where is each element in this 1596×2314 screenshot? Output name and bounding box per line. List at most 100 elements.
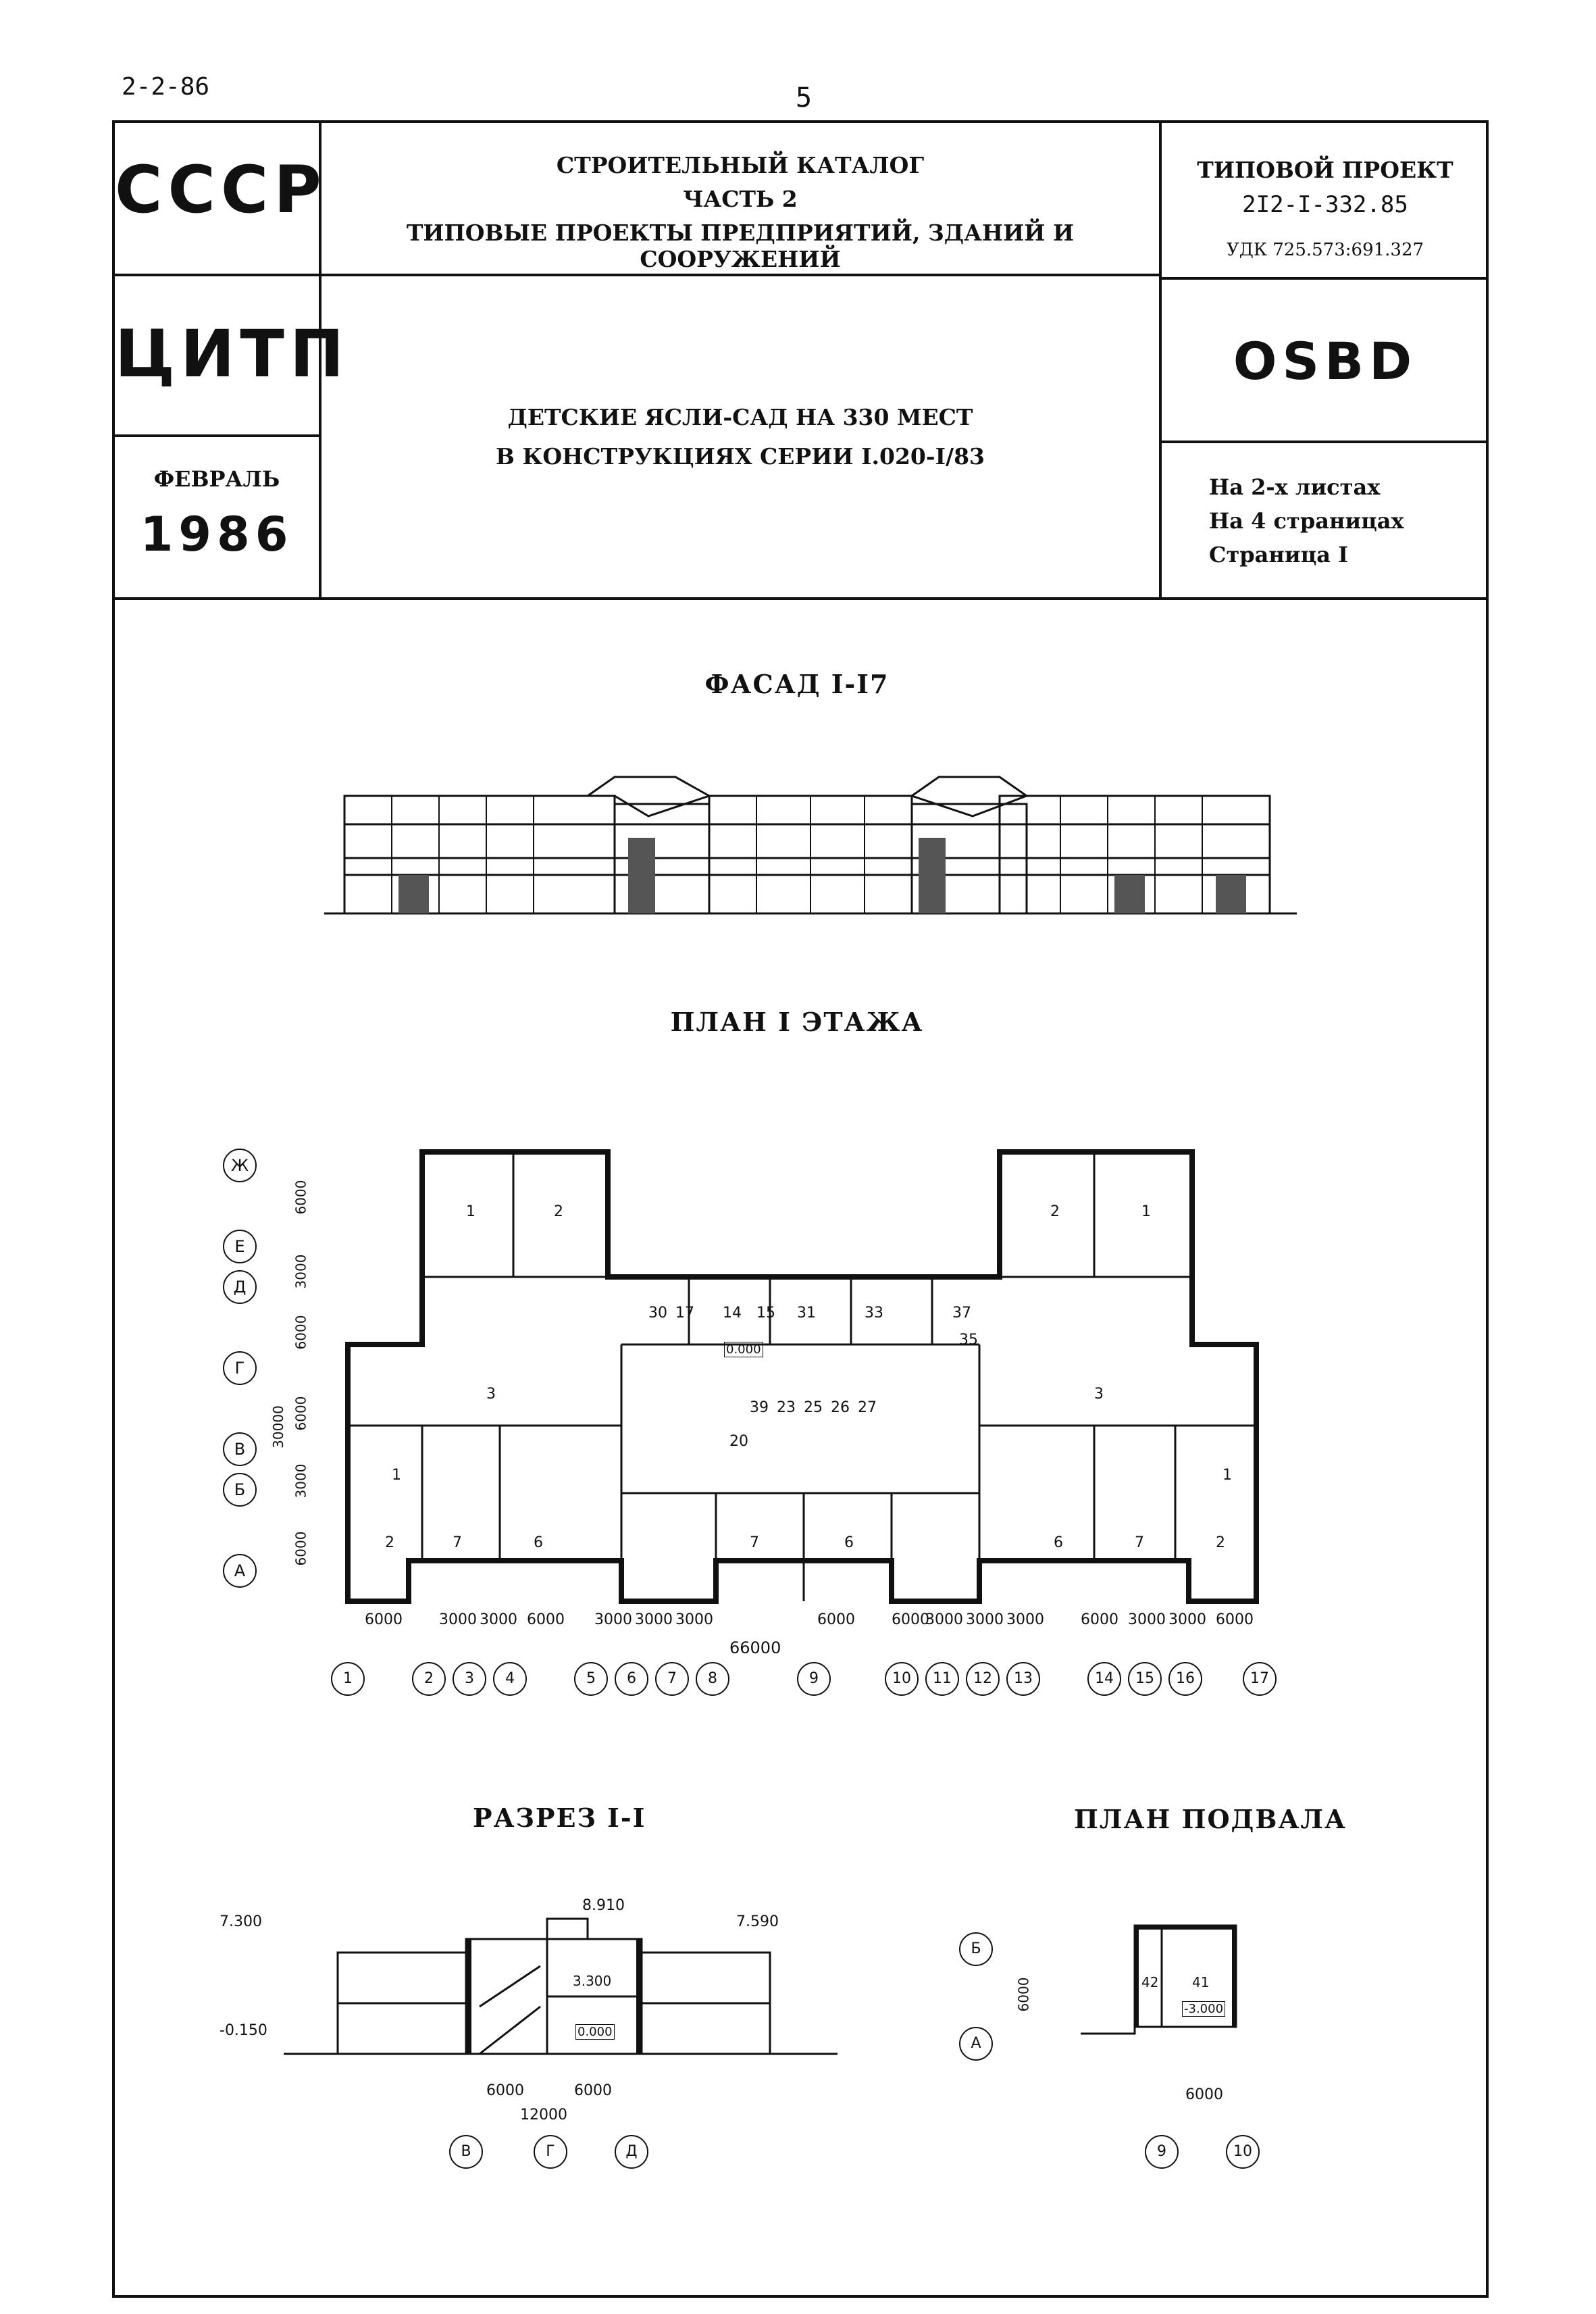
dim-c3: 3000 bbox=[1006, 1611, 1044, 1628]
sheet-frame bbox=[112, 120, 1489, 2298]
svg-text:7: 7 bbox=[750, 1534, 759, 1551]
svg-text:3: 3 bbox=[486, 1386, 496, 1403]
header-row-1-line-right bbox=[1159, 277, 1489, 280]
dim-b1: 3000 bbox=[635, 1611, 673, 1628]
basement-drawing bbox=[1081, 1924, 1237, 2035]
svg-text:6: 6 bbox=[844, 1534, 854, 1551]
header-row-2-line-left bbox=[112, 434, 320, 437]
dim-a3: 6000 bbox=[527, 1611, 565, 1628]
axis-row-e: Е bbox=[223, 1230, 257, 1263]
svg-text:1: 1 bbox=[1141, 1203, 1151, 1220]
axis-col-7: 7 bbox=[655, 1662, 689, 1696]
basement-col-dim: 6000 bbox=[1185, 2086, 1223, 2103]
header-bottom-line bbox=[112, 597, 1489, 600]
plan-column-dimensions: 6000 3000 3000 6000 3000 3000 3000 6000 … bbox=[338, 1611, 1283, 1638]
axis-col-15: 15 bbox=[1128, 1662, 1162, 1696]
section-total: 12000 bbox=[520, 2107, 567, 2123]
axis-col-9: 9 bbox=[797, 1662, 831, 1696]
svg-text:27: 27 bbox=[858, 1399, 877, 1416]
svg-text:2: 2 bbox=[385, 1534, 394, 1551]
svg-text:3: 3 bbox=[1094, 1386, 1104, 1403]
svg-text:15: 15 bbox=[756, 1305, 775, 1322]
plan-row-axes: Ж Е Д Г В Б А bbox=[223, 1149, 263, 1594]
plan-row-dimensions: 6000 3000 6000 6000 3000 6000 bbox=[284, 1162, 311, 1594]
plan-title: ПЛАН I ЭТАЖА bbox=[670, 1007, 924, 1037]
dim-d2: 3000 bbox=[1168, 1611, 1206, 1628]
dim-c0: 6000 bbox=[892, 1611, 929, 1628]
project-label: ТИПОВОЙ ПРОЕКТ bbox=[1197, 157, 1453, 183]
section-axis-v: В bbox=[449, 2135, 483, 2169]
basement-title: ПЛАН ПОДВАЛА bbox=[1074, 1804, 1347, 1834]
catalog-code: OSBD bbox=[1233, 331, 1418, 391]
axis-row-v: В bbox=[223, 1432, 257, 1466]
dim-a0: 6000 bbox=[365, 1611, 403, 1628]
axis-col-2: 2 bbox=[412, 1662, 446, 1696]
axis-row-zh: Ж bbox=[223, 1149, 257, 1182]
svg-text:2: 2 bbox=[1216, 1534, 1225, 1551]
section-level-right: 7.590 bbox=[736, 1913, 779, 1930]
axis-row-d: Д bbox=[223, 1270, 257, 1304]
basement-room-41: 41 bbox=[1192, 1974, 1210, 1990]
header-divider-left bbox=[319, 120, 321, 600]
udk-code: УДК 725.573:691.327 bbox=[1226, 240, 1424, 260]
page-label: Страница I bbox=[1209, 542, 1349, 568]
svg-text:31: 31 bbox=[797, 1305, 816, 1322]
section-level-left: 7.300 bbox=[220, 1913, 262, 1930]
section-axis-g: Г bbox=[534, 2135, 567, 2169]
svg-text:6: 6 bbox=[534, 1534, 543, 1551]
svg-text:33: 33 bbox=[865, 1305, 883, 1322]
axis-row-a: А bbox=[223, 1554, 257, 1588]
dim-b3: 6000 bbox=[817, 1611, 855, 1628]
project-number: 2I2-I-332.85 bbox=[1242, 191, 1408, 218]
catalog-line-2: ЧАСТЬ 2 bbox=[683, 186, 798, 212]
header-row-1-line-left bbox=[112, 274, 320, 276]
axis-col-6: 6 bbox=[615, 1662, 648, 1696]
svg-text:2: 2 bbox=[554, 1203, 563, 1220]
axis-row-b: Б bbox=[223, 1473, 257, 1507]
axis-col-12: 12 bbox=[966, 1662, 1000, 1696]
svg-text:25: 25 bbox=[804, 1399, 823, 1416]
dim-c2: 3000 bbox=[966, 1611, 1004, 1628]
section-level-ground: -0.150 bbox=[220, 2022, 267, 2039]
svg-text:2: 2 bbox=[1050, 1203, 1060, 1220]
issue-year: 1986 bbox=[140, 507, 294, 562]
plan-level-mark: 0.000 bbox=[724, 1342, 763, 1357]
svg-text:20: 20 bbox=[729, 1433, 748, 1450]
header-divider-right bbox=[1159, 120, 1162, 600]
facade-title: ФАСАД I-I7 bbox=[704, 669, 890, 699]
basement-axis-9: 9 bbox=[1145, 2135, 1179, 2169]
pages-count: На 4 страницах bbox=[1209, 508, 1404, 534]
agency-label: ЦИТП bbox=[115, 316, 350, 392]
section-level-zero: 0.000 bbox=[575, 2024, 615, 2040]
dim-a1: 3000 bbox=[439, 1611, 477, 1628]
dim-d1: 3000 bbox=[1128, 1611, 1166, 1628]
dim-b2: 3000 bbox=[675, 1611, 713, 1628]
axis-col-5: 5 bbox=[574, 1662, 608, 1696]
svg-text:7: 7 bbox=[1135, 1534, 1144, 1551]
issue-month: ФЕВРАЛЬ bbox=[153, 466, 280, 492]
svg-text:30: 30 bbox=[648, 1305, 667, 1322]
dim-d0: 6000 bbox=[1081, 1611, 1118, 1628]
row-dim-1: 3000 bbox=[292, 1254, 309, 1289]
axis-col-10: 10 bbox=[885, 1662, 919, 1696]
row-dim-2: 6000 bbox=[292, 1315, 309, 1350]
header-row-2-line-right bbox=[1159, 441, 1489, 443]
axis-col-1: 1 bbox=[331, 1662, 365, 1696]
svg-text:35: 35 bbox=[959, 1332, 978, 1349]
svg-text:1: 1 bbox=[466, 1203, 475, 1220]
header-row-1-line-mid bbox=[319, 274, 1160, 276]
axis-col-8: 8 bbox=[696, 1662, 729, 1696]
axis-row-g: Г bbox=[223, 1351, 257, 1385]
axis-col-11: 11 bbox=[925, 1662, 959, 1696]
section-dim-1: 6000 bbox=[486, 2082, 524, 2099]
basement-level: -3.000 bbox=[1182, 2001, 1226, 2017]
facade-drawing bbox=[324, 776, 1297, 915]
section-level-mid: 3.300 bbox=[573, 1973, 612, 1989]
sheets-count: На 2-х листах bbox=[1209, 474, 1381, 500]
project-title-line-2: В КОНСТРУКЦИЯХ СЕРИИ I.020-I/83 bbox=[495, 443, 985, 470]
svg-text:17: 17 bbox=[675, 1305, 694, 1322]
dim-d3: 6000 bbox=[1216, 1611, 1254, 1628]
row-dim-5: 6000 bbox=[292, 1531, 309, 1566]
svg-text:1: 1 bbox=[1222, 1467, 1232, 1484]
